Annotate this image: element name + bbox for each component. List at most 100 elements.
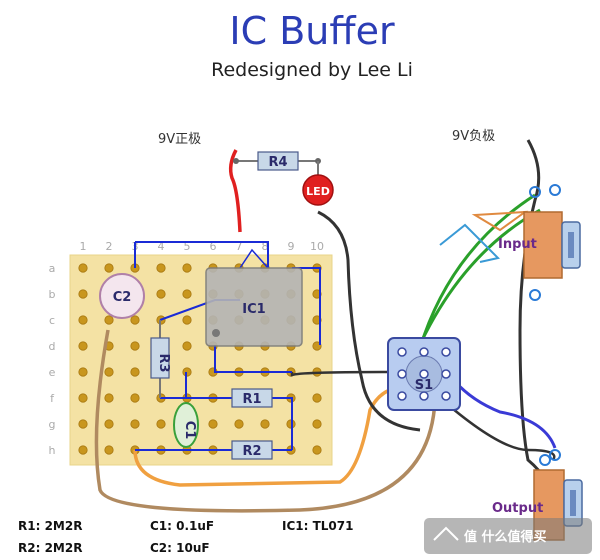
board-pad (78, 289, 88, 299)
board-pad (104, 445, 114, 455)
r2-label: R2 (242, 444, 261, 459)
negative-supply-label: 9V负极 (452, 129, 495, 144)
ic1-body (205, 267, 303, 347)
output-jack-terminal-2 (549, 449, 561, 461)
input-jack: Input (439, 184, 581, 301)
board-pad (104, 367, 114, 377)
board-pad (78, 263, 88, 273)
watermark-text: 值 什么值得买 (464, 529, 547, 545)
input-jack-slot (568, 232, 574, 258)
board-pad (156, 419, 166, 429)
board-pad (78, 315, 88, 325)
board-pad (78, 341, 88, 351)
board-pad (104, 315, 114, 325)
link-row-f (160, 397, 293, 450)
board-pad (104, 419, 114, 429)
row-label: a (49, 262, 56, 275)
board-pad (182, 315, 192, 325)
board-pad (78, 393, 88, 403)
output-jack-slot (570, 490, 576, 516)
r3-label: R3 (156, 353, 171, 372)
bom-r1: R1: 2M2R (18, 519, 82, 533)
black-wire-board-to-switch (290, 370, 391, 377)
switch-lug (419, 369, 429, 379)
tan-wire-c2-to-switch (94, 329, 437, 513)
row-label: h (49, 444, 56, 457)
c2-label: C2 (113, 290, 132, 305)
row-label: b (49, 288, 56, 301)
r4-pad-left (233, 158, 239, 164)
capacitor-c1: C1 (173, 402, 199, 448)
black-wire-led-ground (317, 210, 421, 432)
c2-body (99, 273, 145, 319)
s1-label: S1 (415, 378, 433, 393)
resistor-r3: R3 (150, 320, 171, 398)
board-pad (182, 341, 192, 351)
link-row-a-top (135, 241, 269, 268)
board-pad (130, 315, 140, 325)
input-jack-terminal-3 (529, 289, 541, 301)
link-ic-power (239, 248, 269, 269)
column-label: 5 (184, 240, 191, 253)
ic1-chip: IC1 (205, 267, 303, 347)
board-pad (312, 393, 322, 403)
row-label: d (49, 340, 56, 353)
watermark-logo-icon (433, 526, 459, 541)
switch-lug (397, 369, 407, 379)
switch-lug (397, 391, 407, 401)
ic1-label: IC1 (242, 302, 265, 317)
board-pad (130, 367, 140, 377)
r2-body (231, 440, 273, 460)
input-jack-terminal-1 (529, 186, 541, 198)
bom-ic1: IC1: TL071 (282, 519, 353, 533)
input-jack-body (523, 211, 563, 279)
board-pad (156, 289, 166, 299)
c1-body (173, 402, 199, 448)
row-label: c (49, 314, 55, 327)
footswitch-s1: S1 (387, 337, 461, 411)
bom-c2: C2: 10uF (150, 541, 210, 555)
resistor-r2: R2 (231, 440, 273, 460)
c1-label: C1 (182, 421, 197, 440)
switch-lug (397, 347, 407, 357)
board-pad (208, 419, 218, 429)
board-pad (182, 289, 192, 299)
input-jack-label: Input (498, 237, 537, 252)
black-wire-switch-to-output (439, 397, 556, 461)
column-label: 2 (106, 240, 113, 253)
board-pad (260, 419, 270, 429)
bom-c1: C1: 0.1uF (150, 519, 214, 533)
board-pad (104, 263, 114, 273)
r1-body (231, 388, 273, 408)
watermark-bg (424, 518, 592, 554)
link-ic-output (214, 345, 292, 373)
row-label: e (49, 366, 56, 379)
board-pad (312, 445, 322, 455)
r4-body (257, 151, 299, 171)
board-pad (130, 419, 140, 429)
output-jack-terminal-1 (539, 454, 551, 466)
r3-body (150, 337, 170, 379)
board-pad (78, 367, 88, 377)
diagram-subtitle: Redesigned by Lee Li (211, 59, 413, 81)
green-wire-input-tip (418, 193, 536, 349)
board-pad (182, 263, 192, 273)
led-body (302, 174, 334, 206)
watermark: 值 什么值得买 (424, 518, 592, 554)
bom-legend: R1: 2M2R R2: 2M2R C1: 0.1uF C2: 10uF IC1… (18, 519, 353, 555)
column-label: 9 (288, 240, 295, 253)
board-pad (156, 263, 166, 273)
board-pad (130, 393, 140, 403)
blue-wire-output-tip (450, 377, 557, 449)
red-wire-positive-supply (228, 149, 242, 233)
board-pad (130, 341, 140, 351)
s1-lugs (397, 347, 451, 401)
row-label: g (49, 418, 56, 431)
board-pad (104, 393, 114, 403)
switch-lug (441, 391, 451, 401)
bom-r2: R2: 2M2R (18, 541, 82, 555)
diagram-title: IC Buffer (229, 9, 395, 53)
led-label: LED (306, 185, 330, 198)
